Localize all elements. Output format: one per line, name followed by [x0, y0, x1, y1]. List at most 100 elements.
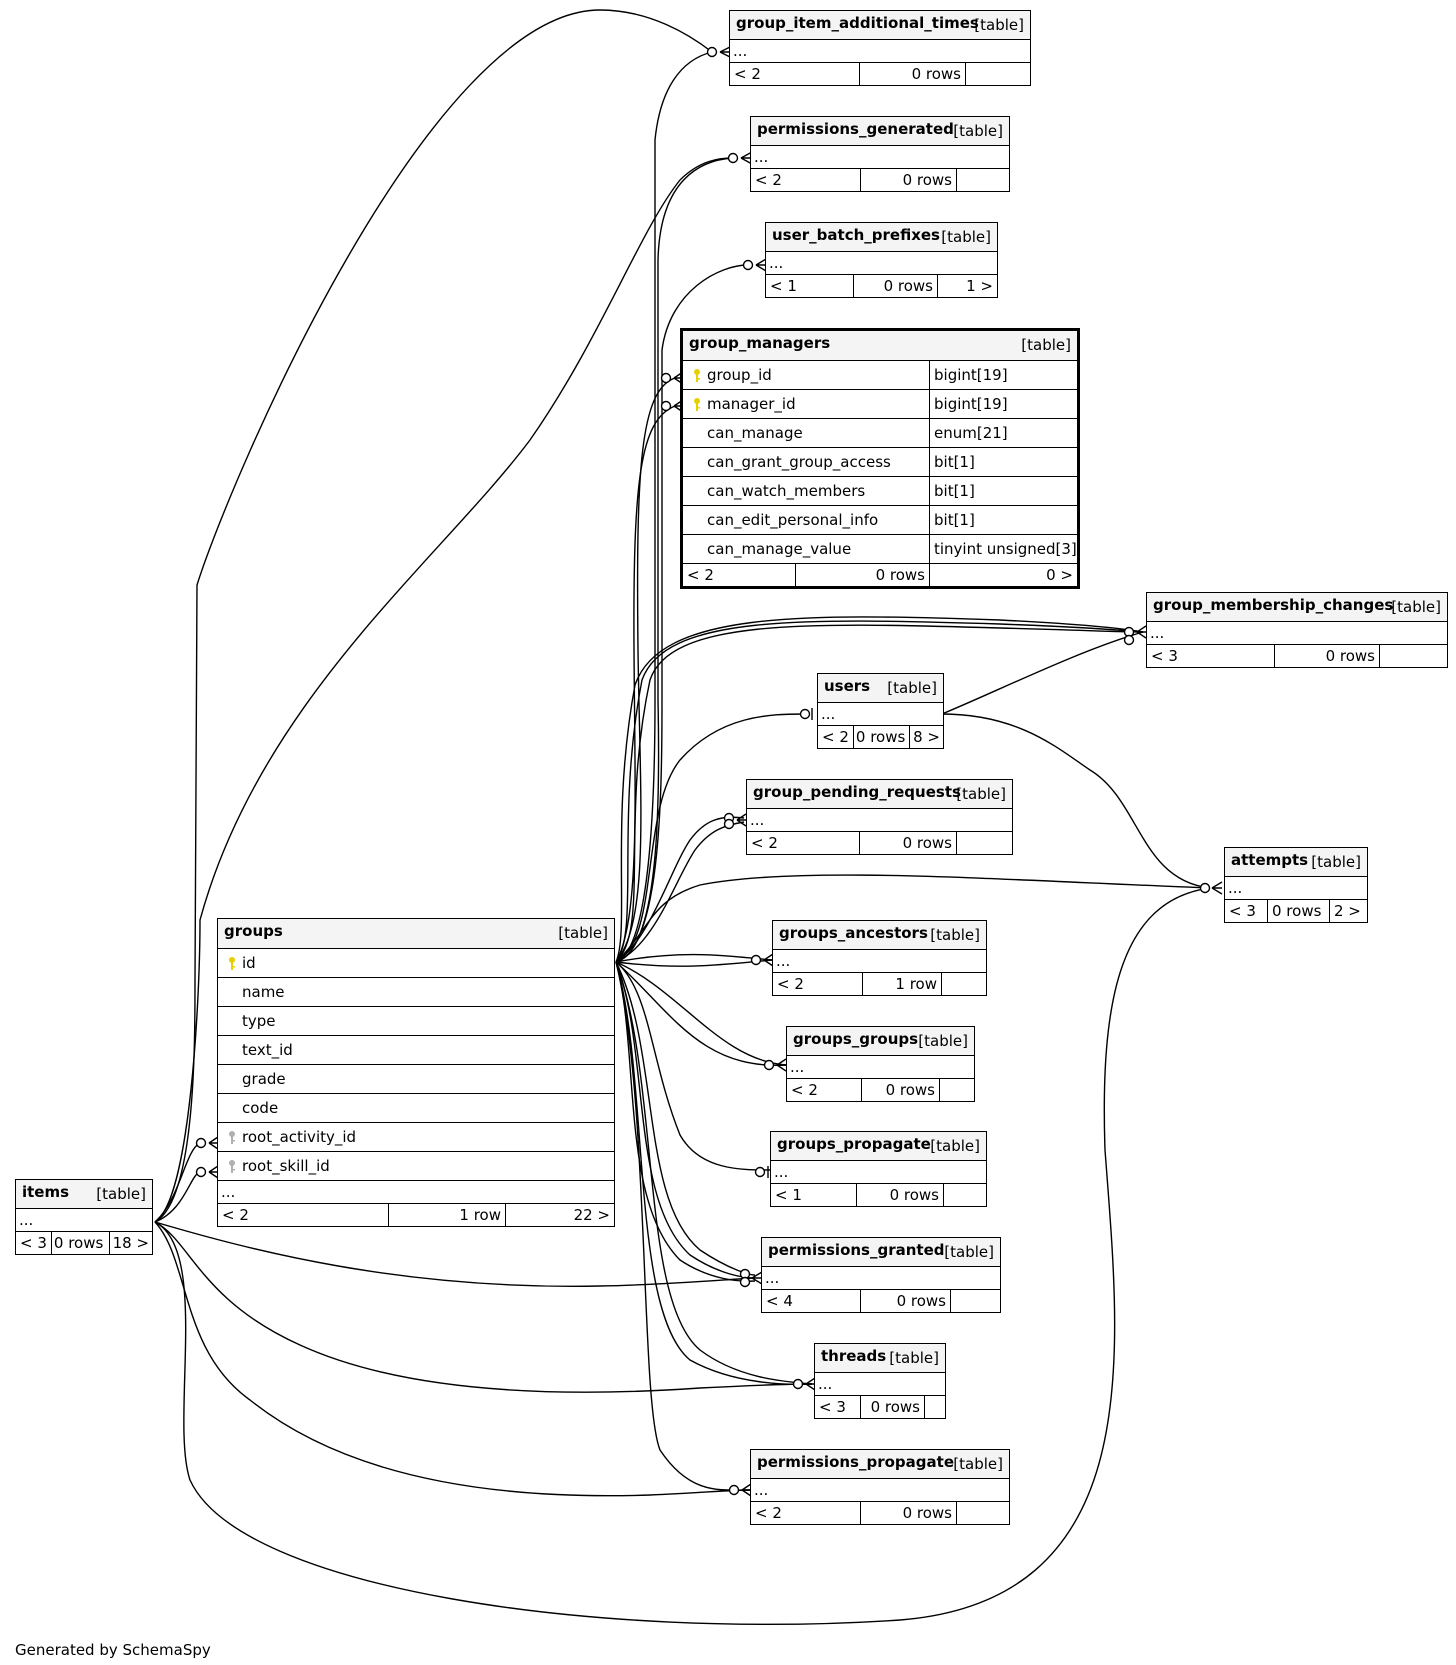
- children-count[interactable]: [965, 63, 1030, 85]
- table-name[interactable]: permissions_propagate: [757, 1453, 954, 1471]
- table-name[interactable]: permissions_generated: [757, 120, 954, 138]
- edge-groups-gmc-2: [615, 620, 1144, 963]
- children-count[interactable]: [1379, 645, 1447, 667]
- children-count[interactable]: [943, 1184, 986, 1206]
- parents-count[interactable]: < 2: [734, 65, 761, 83]
- children-count[interactable]: [939, 1079, 974, 1101]
- parents-count[interactable]: < 2: [822, 728, 849, 746]
- parents-count[interactable]: < 3: [1151, 647, 1178, 665]
- children-count[interactable]: 22 >: [505, 1204, 614, 1226]
- row-count: 0 rows: [859, 832, 956, 854]
- parents-count[interactable]: < 2: [791, 1081, 818, 1099]
- edge-groups-gia: [615, 51, 713, 963]
- parents-count[interactable]: < 1: [770, 277, 797, 295]
- parents-count[interactable]: < 3: [20, 1234, 47, 1252]
- children-count[interactable]: [941, 973, 986, 995]
- table-name[interactable]: attempts: [1231, 851, 1309, 869]
- table-tag: [table]: [918, 1032, 968, 1050]
- table-name[interactable]: users: [824, 677, 871, 695]
- children-count[interactable]: [956, 169, 1009, 191]
- parents-count[interactable]: < 3: [1229, 902, 1256, 920]
- table-name[interactable]: permissions_granted: [768, 1241, 945, 1259]
- table-name[interactable]: group_item_additional_times: [736, 14, 979, 32]
- table-tag: [table]: [889, 1349, 939, 1367]
- column-row[interactable]: root_skill_id: [218, 1152, 614, 1181]
- row-count: 1 row: [862, 973, 941, 995]
- edge-items-att: [154, 887, 1211, 1626]
- children-count[interactable]: 0 >: [929, 564, 1077, 586]
- column-row[interactable]: code: [218, 1094, 614, 1123]
- column-row[interactable]: text_id: [218, 1036, 614, 1065]
- table-name[interactable]: items: [22, 1183, 70, 1201]
- columns-ellipsis: ...: [818, 703, 943, 726]
- children-count[interactable]: [924, 1396, 945, 1418]
- table-header: permissions_generated[table]: [751, 117, 1009, 146]
- column-row[interactable]: id: [218, 949, 614, 978]
- column-row[interactable]: name: [218, 978, 614, 1007]
- table-name[interactable]: groups_ancestors: [779, 924, 928, 942]
- edge-items-thr: [154, 1221, 813, 1393]
- table-name[interactable]: group_managers: [689, 334, 831, 352]
- edge-groups-pgr-3: [615, 961, 756, 1282]
- table-header: groups[table]: [218, 919, 614, 949]
- table-name[interactable]: group_pending_requests: [753, 783, 961, 801]
- table-group-item-additional-times[interactable]: group_item_additional_times[table] ... <…: [729, 10, 1031, 86]
- parents-count[interactable]: < 3: [819, 1398, 846, 1416]
- table-name[interactable]: groups_groups: [793, 1030, 919, 1048]
- parents-count[interactable]: < 1: [775, 1186, 802, 1204]
- columns-ellipsis: ...: [16, 1209, 152, 1232]
- parents-count[interactable]: < 2: [751, 834, 778, 852]
- column-row[interactable]: root_activity_id: [218, 1123, 614, 1152]
- primary-key-icon: [229, 957, 235, 970]
- children-count[interactable]: [956, 1502, 1009, 1524]
- table-name[interactable]: user_batch_prefixes: [772, 226, 940, 244]
- table-name[interactable]: groups_propagate: [777, 1135, 931, 1153]
- column-row[interactable]: type: [218, 1007, 614, 1036]
- table-header: users[table]: [818, 674, 943, 703]
- parents-count[interactable]: < 2: [687, 566, 714, 584]
- column-name: can_manage: [707, 424, 803, 442]
- primary-key-icon: [694, 398, 700, 411]
- children-count[interactable]: [956, 832, 1012, 854]
- parents-count[interactable]: < 2: [777, 975, 804, 993]
- parents-count[interactable]: < 4: [766, 1292, 793, 1310]
- table-header: group_managers[table]: [683, 331, 1077, 361]
- parents-count[interactable]: < 2: [755, 171, 782, 189]
- table-name[interactable]: group_membership_changes: [1153, 596, 1394, 614]
- children-count[interactable]: 8 >: [909, 726, 943, 748]
- children-count[interactable]: 2 >: [1329, 900, 1367, 922]
- children-count[interactable]: 18 >: [108, 1232, 152, 1254]
- columns-ellipsis: ...: [751, 1479, 1009, 1502]
- parents-count[interactable]: < 2: [222, 1206, 249, 1224]
- children-count[interactable]: [950, 1290, 1000, 1312]
- column-row[interactable]: grade: [218, 1065, 614, 1094]
- table-name[interactable]: groups: [224, 922, 283, 940]
- table-name[interactable]: threads: [821, 1347, 887, 1365]
- parents-count[interactable]: < 2: [755, 1504, 782, 1522]
- columns-ellipsis: ...: [815, 1373, 945, 1396]
- table-groups[interactable]: groups[table] id name type text_id grade…: [217, 918, 615, 1227]
- children-count[interactable]: 1 >: [937, 275, 997, 297]
